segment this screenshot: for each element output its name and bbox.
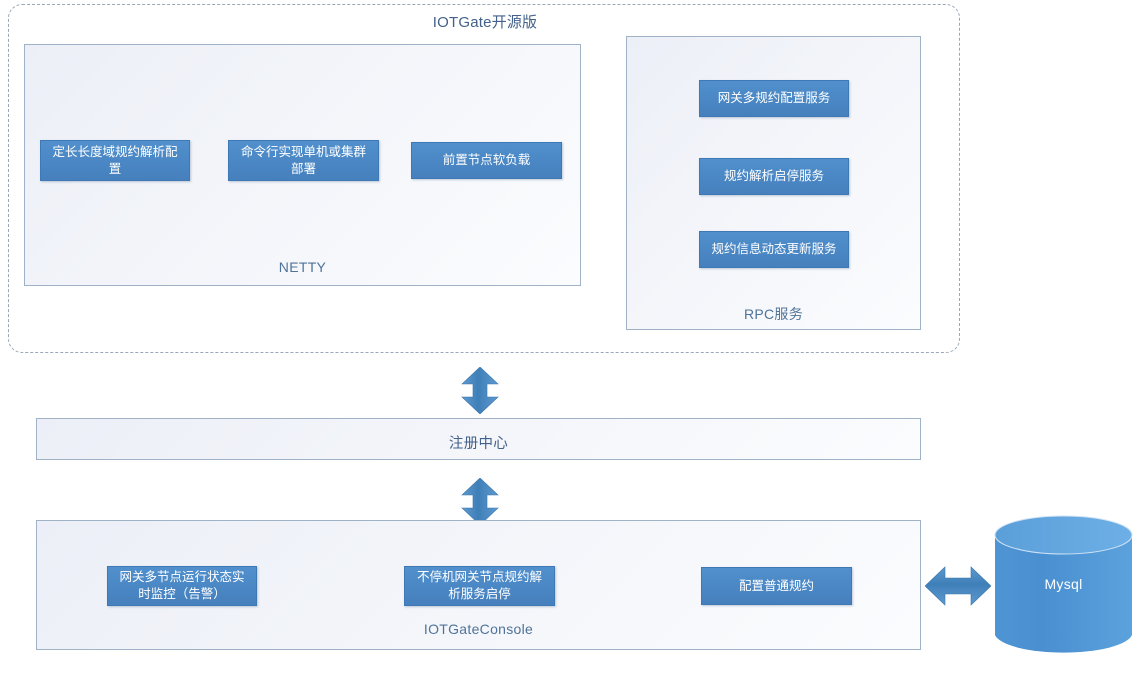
- rpc-box-protocol-info-dynamic-update-service[interactable]: 规约信息动态更新服务: [699, 231, 849, 268]
- rpc-box-protocol-parse-start-stop-service[interactable]: 规约解析启停服务: [699, 158, 849, 195]
- registry-center-label: 注册中心: [448, 436, 509, 452]
- console-to-mysql-double-arrow-icon: [925, 566, 991, 606]
- diagram-title: IOTGate开源版: [432, 14, 538, 31]
- netty-box-frontend-node-soft-load-balance[interactable]: 前置节点软负载: [411, 142, 562, 179]
- netty-box-fixed-length-protocol-config[interactable]: 定长长度域规约解析配置: [40, 140, 190, 181]
- iotgate-opensource-container: IOTGate开源版: [8, 4, 960, 353]
- rpc-box-gateway-multi-protocol-config-service[interactable]: 网关多规约配置服务: [699, 80, 849, 117]
- console-box-hot-start-stop-protocol-parse-service[interactable]: 不停机网关节点规约解析服务启停: [404, 566, 555, 606]
- rpc-panel-label: RPC服务: [743, 306, 804, 322]
- netty-to-registry-double-arrow-icon: [461, 367, 499, 414]
- netty-box-cli-standalone-or-cluster-deploy[interactable]: 命令行实现单机或集群部署: [228, 140, 379, 181]
- netty-panel-label: NETTY: [278, 259, 327, 275]
- console-panel-label: IOTGateConsole: [423, 621, 534, 637]
- console-box-configure-common-protocol[interactable]: 配置普通规约: [701, 567, 852, 605]
- console-box-multi-node-runtime-monitor-alarm[interactable]: 网关多节点运行状态实时监控（告警）: [107, 566, 257, 606]
- registry-center-bar: 注册中心: [36, 418, 921, 460]
- registry-to-console-double-arrow-icon: [461, 478, 499, 525]
- mysql-database-cylinder-icon: [994, 515, 1133, 653]
